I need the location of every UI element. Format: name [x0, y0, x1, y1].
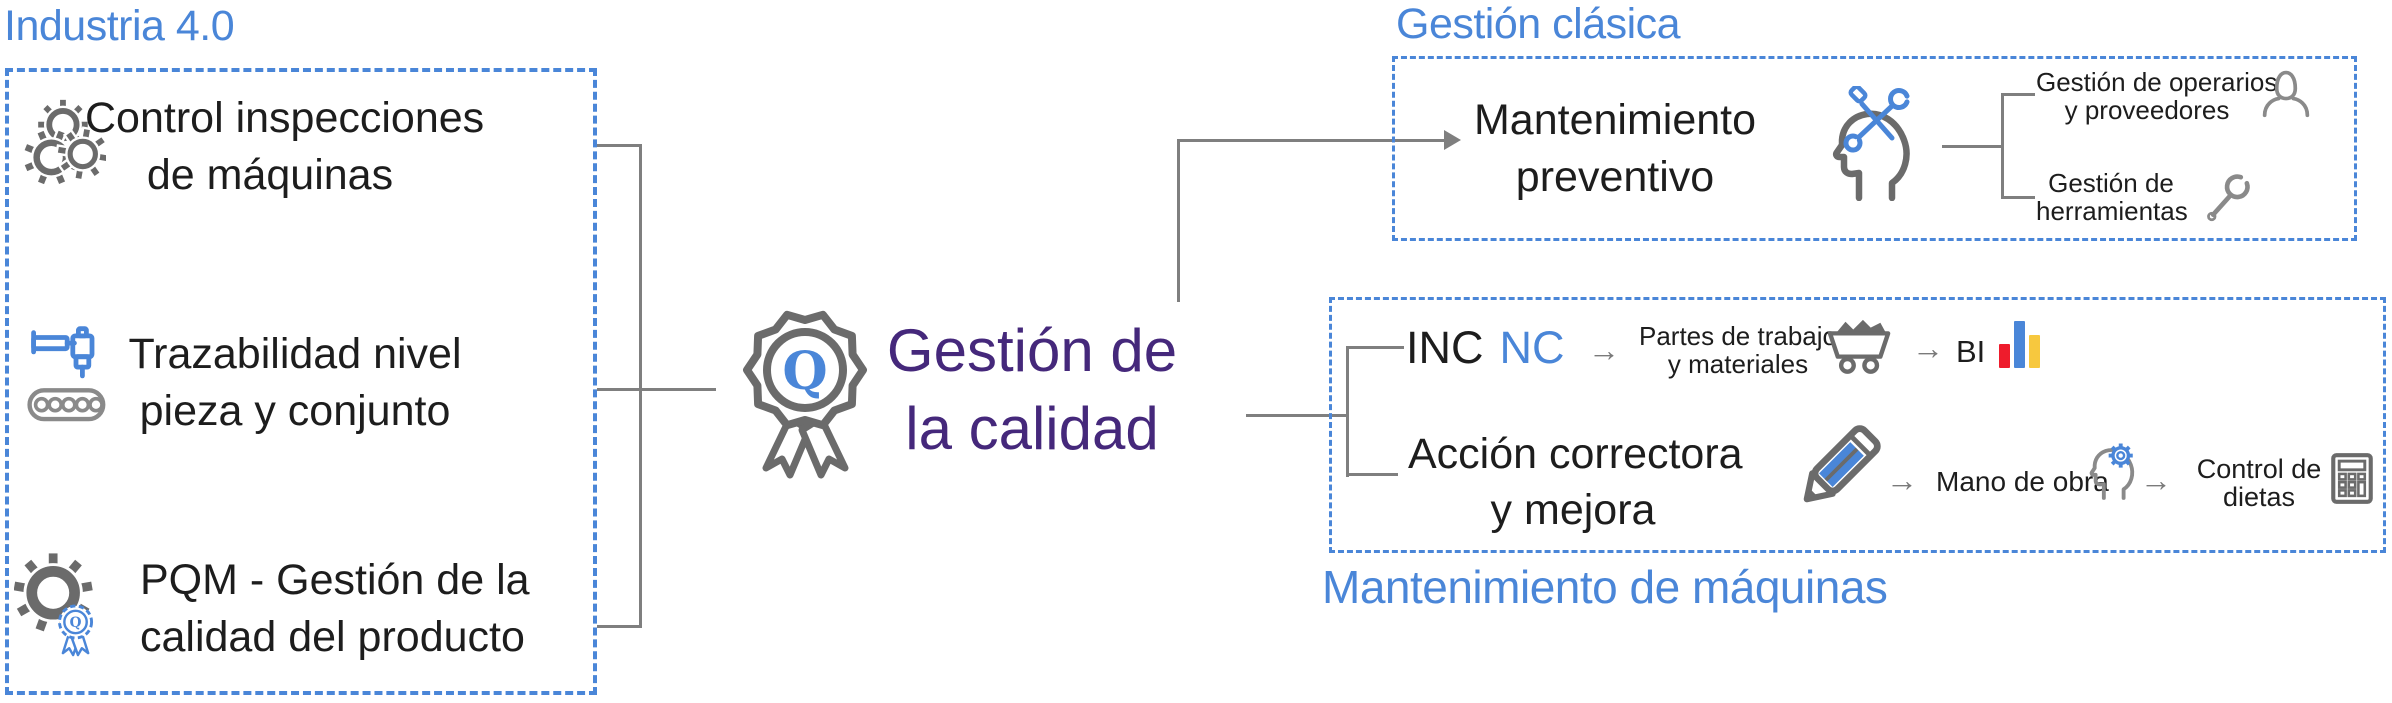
arrow-2-icon: →: [1912, 330, 1944, 366]
inc-label: INC: [1406, 322, 1484, 373]
gear-quality-icon: Q: [14, 550, 97, 657]
connector-center-up-vertical: [1177, 139, 1180, 302]
maintenance-bracket-vertical: [1346, 346, 1349, 477]
maintenance-bracket-bottom-stub: [1346, 473, 1398, 476]
inc-nc-label: INC NC: [1406, 322, 1565, 374]
connector-left-item1: [597, 144, 642, 147]
connector-center-to-maintenance: [1246, 414, 1348, 417]
nc-label: NC: [1499, 322, 1565, 373]
classic-panel-box: [1392, 56, 2357, 241]
arrow-3-icon: →: [1886, 462, 1918, 498]
gears-icon: [24, 97, 106, 188]
quality-award-icon: Q: [743, 310, 867, 479]
connector-center-to-classic: [1177, 139, 1444, 142]
svg-text:Q: Q: [782, 341, 827, 402]
pencil-icon: [1803, 425, 1881, 503]
labor-label: Mano de obra: [1936, 466, 2109, 497]
maintenance-panel-box: [1329, 297, 2386, 553]
classic-bracket-vertical: [2001, 93, 2004, 199]
connector-left-to-center: [597, 388, 716, 391]
industria-panel-box: [5, 68, 597, 695]
calculator-icon: [2331, 453, 2373, 504]
arrow-4-icon: →: [2140, 462, 2172, 498]
svg-text:Q: Q: [70, 615, 82, 631]
classic-panel-title: Gestión clásica: [1396, 0, 1681, 48]
head-gear-icon: [2089, 443, 2135, 500]
wrench-icon: [2207, 174, 2250, 222]
connector-arrowhead: [1444, 130, 1461, 150]
industria-panel-title: Industria 4.0: [4, 2, 235, 50]
person-icon: [2262, 70, 2310, 118]
classic-bracket-bottom-stub: [2001, 196, 2035, 199]
bi-label: BI: [1956, 334, 1986, 369]
classic-bracket-top-stub: [2001, 93, 2035, 96]
connector-left-item3: [597, 625, 642, 628]
maintenance-bracket-top-stub: [1346, 346, 1404, 349]
head-tools-icon: [1832, 86, 1910, 201]
arrow-1-icon: →: [1588, 332, 1620, 368]
traceability-icon: [27, 326, 106, 422]
classic-bracket-stem: [1942, 145, 2004, 148]
mining-cart-icon: [1827, 319, 1891, 374]
bar-chart-icon: [1999, 321, 2040, 368]
connector-left-vertical: [639, 144, 642, 628]
maintenance-panel-title: Mantenimiento de máquinas: [1322, 561, 1888, 613]
